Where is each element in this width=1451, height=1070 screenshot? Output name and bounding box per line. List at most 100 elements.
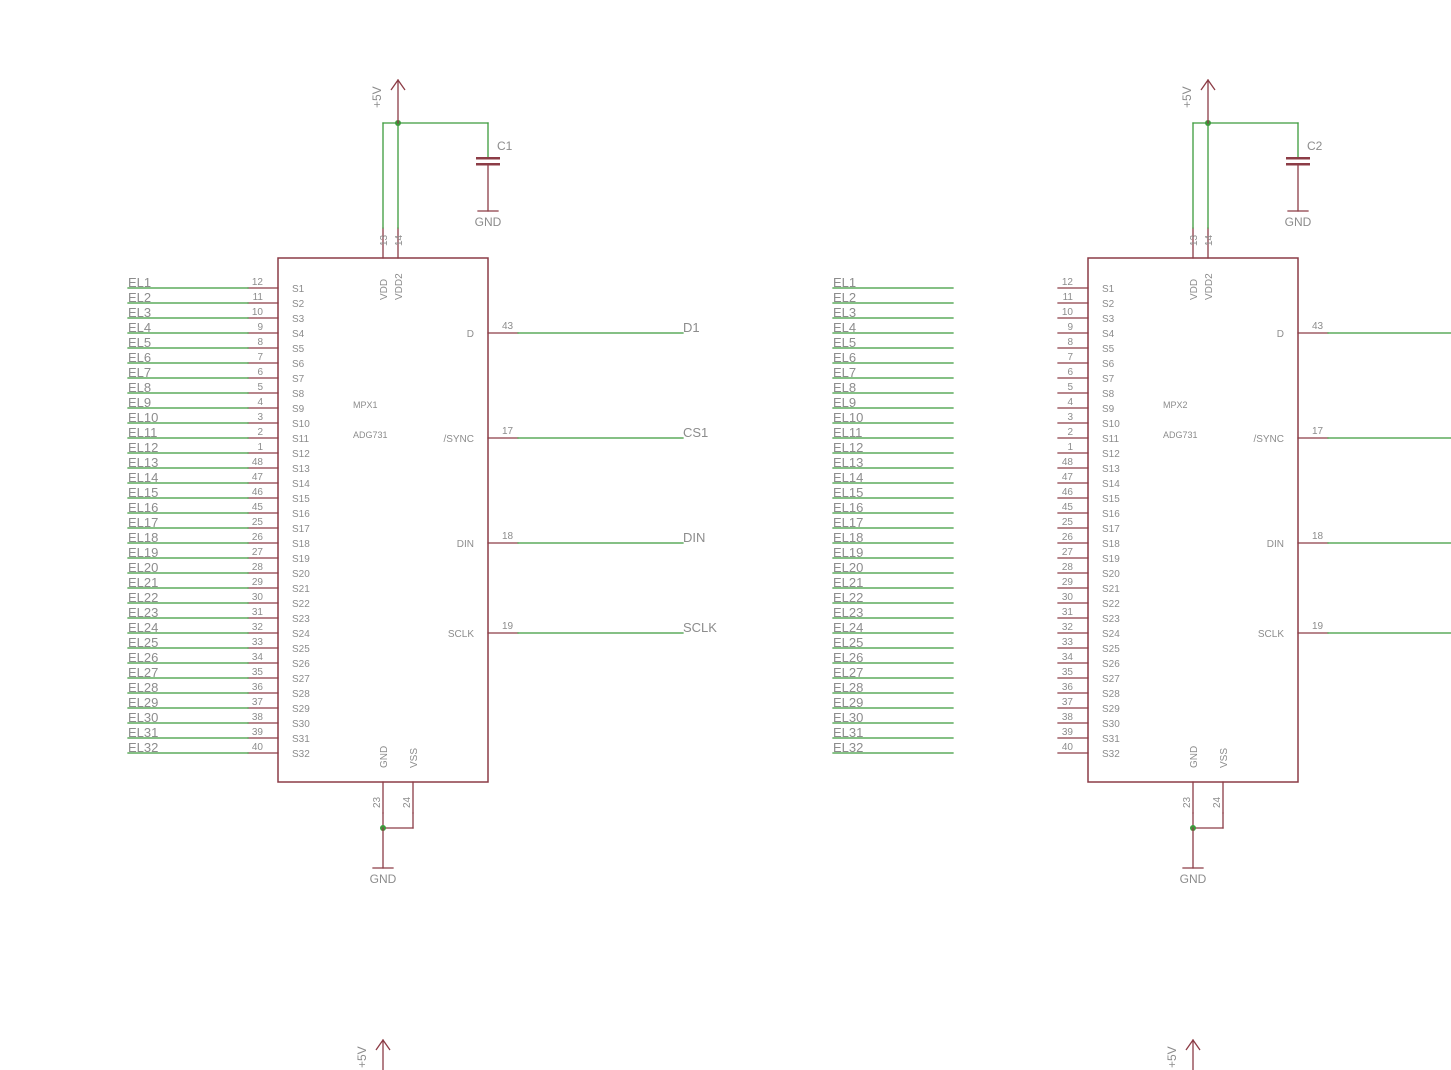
right-pin-number: 19 bbox=[502, 621, 514, 632]
right-pin-name: /SYNC bbox=[443, 434, 474, 445]
source-pin-name: S20 bbox=[1102, 569, 1120, 580]
source-pin-number: 27 bbox=[252, 547, 264, 558]
source-pin-number: 11 bbox=[1063, 292, 1074, 303]
source-net-label: EL27 bbox=[128, 665, 158, 680]
source-pin-number: 1 bbox=[257, 442, 263, 453]
source-net-label: EL17 bbox=[128, 515, 158, 530]
capacitor-name: C1 bbox=[497, 139, 513, 153]
source-pin-name: S23 bbox=[1102, 614, 1120, 625]
source-net-label: EL23 bbox=[128, 605, 158, 620]
source-pin-name: S3 bbox=[292, 314, 305, 325]
source-pin-number: 12 bbox=[252, 277, 264, 288]
source-pin-name: S23 bbox=[292, 614, 310, 625]
source-pin-number: 39 bbox=[252, 727, 264, 738]
source-pin-name: S4 bbox=[292, 329, 305, 340]
source-net-label: EL11 bbox=[128, 425, 157, 440]
bus-net-label: EL32 bbox=[833, 740, 863, 755]
source-pin-name: S19 bbox=[292, 554, 310, 565]
source-pin-name: S26 bbox=[292, 659, 310, 670]
bus-net-label: EL19 bbox=[833, 545, 863, 560]
bus-net-label: EL16 bbox=[833, 500, 863, 515]
capacitor-plate bbox=[1286, 157, 1310, 160]
vcc-label-lower: +5V bbox=[355, 1046, 369, 1068]
source-pin-number: 28 bbox=[1062, 562, 1074, 573]
right-pin-name: D bbox=[467, 329, 474, 340]
bus-net-label: EL17 bbox=[833, 515, 863, 530]
source-net-label: EL18 bbox=[128, 530, 158, 545]
source-pin-number: 47 bbox=[1062, 472, 1074, 483]
source-pin-name: S32 bbox=[1102, 749, 1120, 760]
source-pin-number: 11 bbox=[253, 292, 264, 303]
source-pin-name: S8 bbox=[292, 389, 305, 400]
source-pin-number: 40 bbox=[1062, 742, 1074, 753]
bus-net-label: EL8 bbox=[833, 380, 856, 395]
source-pin-number: 5 bbox=[1067, 382, 1073, 393]
capacitor-plate bbox=[476, 163, 500, 166]
source-pin-number: 39 bbox=[1062, 727, 1074, 738]
source-pin-name: S7 bbox=[292, 374, 305, 385]
schematic-layer: MPX1ADG73113VDD14VDD2+5VC1GND23GND24VSSG… bbox=[127, 78, 1451, 1070]
source-pin-number: 34 bbox=[252, 652, 264, 663]
source-pin-name: S8 bbox=[1102, 389, 1115, 400]
bus-net-label: EL7 bbox=[833, 365, 856, 380]
gnd-label: GND bbox=[1285, 215, 1312, 229]
source-pin-number: 33 bbox=[252, 637, 264, 648]
ground-pin-name: GND bbox=[1189, 746, 1200, 768]
supply-pin-name: VDD bbox=[1189, 279, 1200, 300]
bus-net-label: EL27 bbox=[833, 665, 863, 680]
right-pin-name: D bbox=[1277, 329, 1284, 340]
right-net-label: SCLK bbox=[683, 620, 717, 635]
source-pin-number: 29 bbox=[252, 577, 264, 588]
source-pin-name: S29 bbox=[1102, 704, 1120, 715]
source-pin-name: S29 bbox=[292, 704, 310, 715]
source-net-label: EL2 bbox=[128, 290, 151, 305]
source-pin-name: S14 bbox=[1102, 479, 1120, 490]
source-pin-name: S15 bbox=[292, 494, 310, 505]
right-pin-name: DIN bbox=[457, 539, 474, 550]
source-pin-name: S26 bbox=[1102, 659, 1120, 670]
right-pin-name: /SYNC bbox=[1253, 434, 1284, 445]
source-pin-number: 9 bbox=[1067, 322, 1073, 333]
source-pin-number: 25 bbox=[1062, 517, 1074, 528]
source-pin-name: S4 bbox=[1102, 329, 1115, 340]
vcc-arrow bbox=[1185, 1038, 1201, 1051]
source-pin-name: S1 bbox=[1102, 284, 1115, 295]
source-pin-name: S28 bbox=[1102, 689, 1120, 700]
right-pin-number: 18 bbox=[1312, 531, 1324, 542]
source-pin-name: S5 bbox=[1102, 344, 1115, 355]
source-pin-number: 46 bbox=[1062, 487, 1074, 498]
vcc-arrow bbox=[1200, 78, 1216, 91]
vcc-arrow bbox=[375, 1038, 391, 1051]
source-pin-name: S28 bbox=[292, 689, 310, 700]
supply-pin-name: VDD2 bbox=[1204, 273, 1215, 300]
source-pin-name: S17 bbox=[1102, 524, 1120, 535]
source-pin-number: 45 bbox=[252, 502, 264, 513]
ground-pin-name: VSS bbox=[1219, 748, 1230, 768]
source-pin-name: S10 bbox=[292, 419, 310, 430]
right-net-label: CS1 bbox=[683, 425, 708, 440]
source-pin-name: S25 bbox=[292, 644, 310, 655]
source-net-label: EL10 bbox=[128, 410, 158, 425]
source-pin-number: 26 bbox=[252, 532, 264, 543]
source-pin-name: S27 bbox=[292, 674, 310, 685]
source-pin-name: S12 bbox=[1102, 449, 1120, 460]
source-pin-number: 7 bbox=[1067, 352, 1073, 363]
source-net-label: EL6 bbox=[128, 350, 151, 365]
source-pin-number: 38 bbox=[252, 712, 264, 723]
chip-value: ADG731 bbox=[353, 430, 388, 440]
source-net-label: EL22 bbox=[128, 590, 158, 605]
source-pin-name: S22 bbox=[1102, 599, 1120, 610]
supply-pin-number: 14 bbox=[394, 234, 405, 246]
source-pin-name: S22 bbox=[292, 599, 310, 610]
source-pin-name: S6 bbox=[292, 359, 305, 370]
bus-net-label: EL12 bbox=[833, 440, 863, 455]
bus-net-label: EL15 bbox=[833, 485, 863, 500]
source-pin-number: 32 bbox=[1062, 622, 1074, 633]
source-pin-number: 6 bbox=[257, 367, 263, 378]
source-pin-name: S13 bbox=[292, 464, 310, 475]
source-pin-name: S7 bbox=[1102, 374, 1115, 385]
source-pin-name: S17 bbox=[292, 524, 310, 535]
source-pin-number: 32 bbox=[252, 622, 264, 633]
source-pin-name: S11 bbox=[1102, 434, 1119, 445]
